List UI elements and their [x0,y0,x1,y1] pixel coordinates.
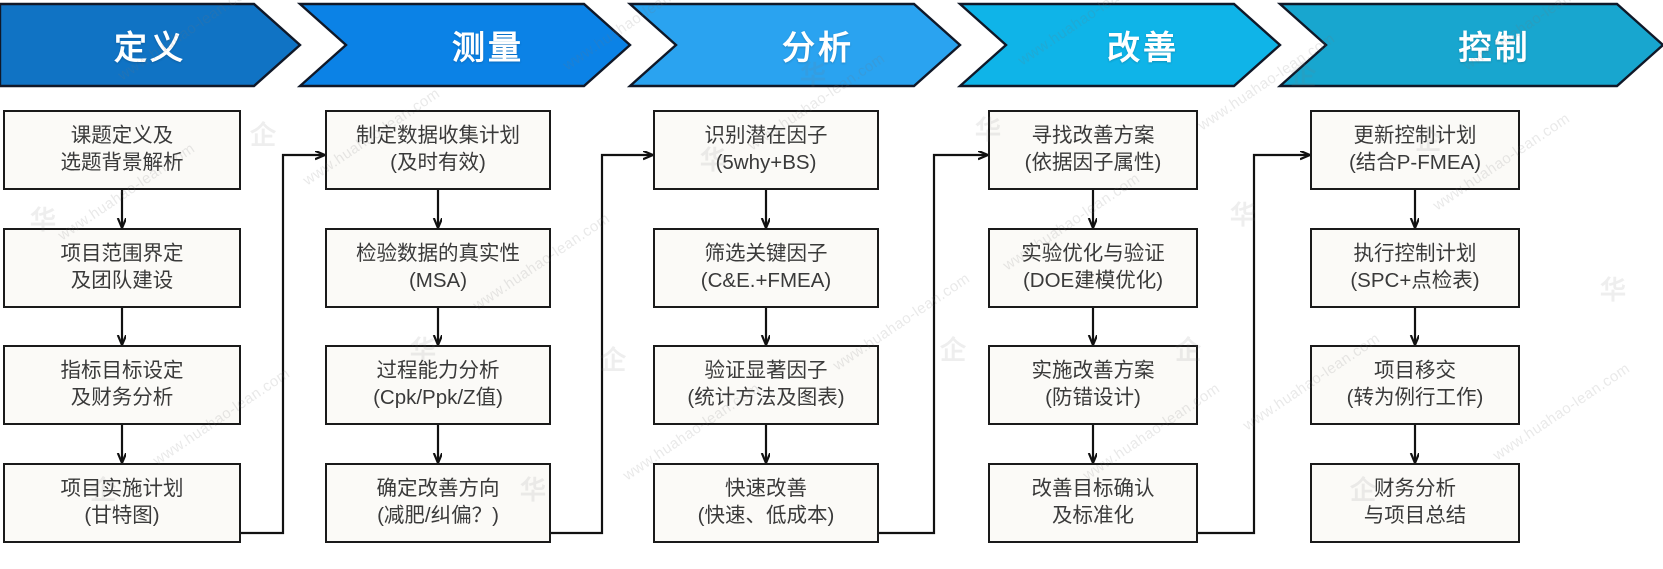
phase-chevron-2[interactable] [296,2,632,88]
flow-box-line2: (MSA) [408,269,468,292]
flow-box-line2: (统计方法及图表) [687,386,845,409]
flow-box-c5-r1[interactable]: 更新控制计划 (结合P-FMEA) [1310,110,1520,190]
flow-box-line2: (及时有效) [390,151,486,174]
flow-box-line2: (转为例行工作) [1346,386,1484,409]
flow-box-c1-r1[interactable]: 课题定义及选题背景解析 [3,110,241,190]
flow-box-c5-r2[interactable]: 执行控制计划 (SPC+点检表) [1310,228,1520,308]
watermark-glyph: 企 [940,335,967,365]
flow-box-c4-r1[interactable]: 寻找改善方案 (依据因子属性) [988,110,1198,190]
flow-box-c3-r3[interactable]: 验证显著因子 (统计方法及图表) [653,345,879,425]
flow-box-line2: (C&E.+FMEA) [700,269,832,292]
flow-box-line1: 项目实施计划 [60,477,184,501]
flow-box-line2: (Cpk/Ppk/Z值) [373,386,503,409]
flow-box-line2: (依据因子属性) [1024,151,1162,174]
flow-box-line1: 寻找改善方案 [1031,124,1155,148]
phase-chevron-5[interactable] [1276,2,1663,88]
flow-box-c1-r4[interactable]: 项目实施计划 (甘特图) [3,463,241,543]
flow-box-line2: (快速、低成本) [697,504,835,527]
connector-phase-1-to-2 [241,155,324,535]
flow-box-c5-r4[interactable]: 财务分析与项目总结 [1310,463,1520,543]
flow-box-line2: (结合P-FMEA) [1348,151,1482,174]
phase-chevron-3[interactable] [626,2,962,88]
watermark-glyph: 企 [600,345,627,375]
connector-phase-3-to-4 [879,155,987,535]
flow-box-c5-r3[interactable]: 项目移交 (转为例行工作) [1310,345,1520,425]
flow-box-line1: 识别潜在因子 [704,124,828,148]
flow-box-c2-r1[interactable]: 制定数据收集计划 (及时有效) [325,110,551,190]
flow-box-line2: (防错设计) [1045,386,1141,409]
flow-box-line1: 执行控制计划 [1353,242,1477,266]
flow-box-line2: (DOE建模优化) [1022,269,1164,292]
flow-box-line2: 与项目总结 [1363,504,1467,527]
flow-box-line2: (减肥/纠偏？) [377,504,499,527]
flow-box-c2-r3[interactable]: 过程能力分析 (Cpk/Ppk/Z值) [325,345,551,425]
phase-chevron-1[interactable] [0,2,302,88]
phase-chevron-4[interactable] [956,2,1282,88]
flow-box-c1-r2[interactable]: 项目范围界定及团队建设 [3,228,241,308]
flow-box-line2: (SPC+点检表) [1350,269,1480,292]
dmaic-phase-banner [0,0,1663,90]
flow-box-line2: 及标准化 [1052,504,1134,527]
flow-box-line1: 制定数据收集计划 [356,124,520,148]
flow-box-c4-r3[interactable]: 实施改善方案 (防错设计) [988,345,1198,425]
flow-box-line1: 更新控制计划 [1353,124,1477,148]
flow-box-line1: 检验数据的真实性 [356,242,520,266]
watermark-glyph: 企 [250,120,277,150]
flow-box-line2: 选题背景解析 [60,151,184,174]
flow-box-line1: 项目范围界定 [60,242,184,266]
flow-box-line1: 过程能力分析 [376,359,500,383]
flow-box-c3-r1[interactable]: 识别潜在因子 (5why+BS) [653,110,879,190]
flow-box-line1: 财务分析 [1374,477,1456,501]
flow-box-line2: (甘特图) [84,504,160,527]
connector-phase-4-to-5 [1198,155,1309,535]
flow-box-c2-r4[interactable]: 确定改善方向 (减肥/纠偏？) [325,463,551,543]
flow-box-line2: 及财务分析 [70,386,174,409]
flow-box-c4-r2[interactable]: 实验优化与验证 (DOE建模优化) [988,228,1198,308]
flow-box-c4-r4[interactable]: 改善目标确认及标准化 [988,463,1198,543]
flow-box-line1: 实施改善方案 [1031,359,1155,383]
flow-box-line2: (5why+BS) [715,151,817,174]
connector-phase-2-to-3 [551,155,652,535]
flow-box-c3-r2[interactable]: 筛选关键因子 (C&E.+FMEA) [653,228,879,308]
flow-box-line1: 验证显著因子 [704,359,828,383]
flow-box-line1: 改善目标确认 [1031,477,1155,501]
watermark-glyph: 华 [1600,275,1627,305]
flow-box-line1: 确定改善方向 [376,477,500,501]
flow-box-c1-r3[interactable]: 指标目标设定及财务分析 [3,345,241,425]
flow-box-line1: 快速改善 [725,477,807,501]
flow-box-line1: 筛选关键因子 [704,242,828,266]
flow-box-line2: 及团队建设 [70,269,174,292]
flow-box-line1: 项目移交 [1374,359,1456,383]
flow-box-c3-r4[interactable]: 快速改善 (快速、低成本) [653,463,879,543]
flow-box-c2-r2[interactable]: 检验数据的真实性 (MSA) [325,228,551,308]
watermark-glyph: 华 [1230,200,1257,230]
flow-box-line1: 实验优化与验证 [1021,242,1165,266]
flow-box-line1: 课题定义及 [70,124,174,148]
flow-box-line1: 指标目标设定 [60,359,184,383]
